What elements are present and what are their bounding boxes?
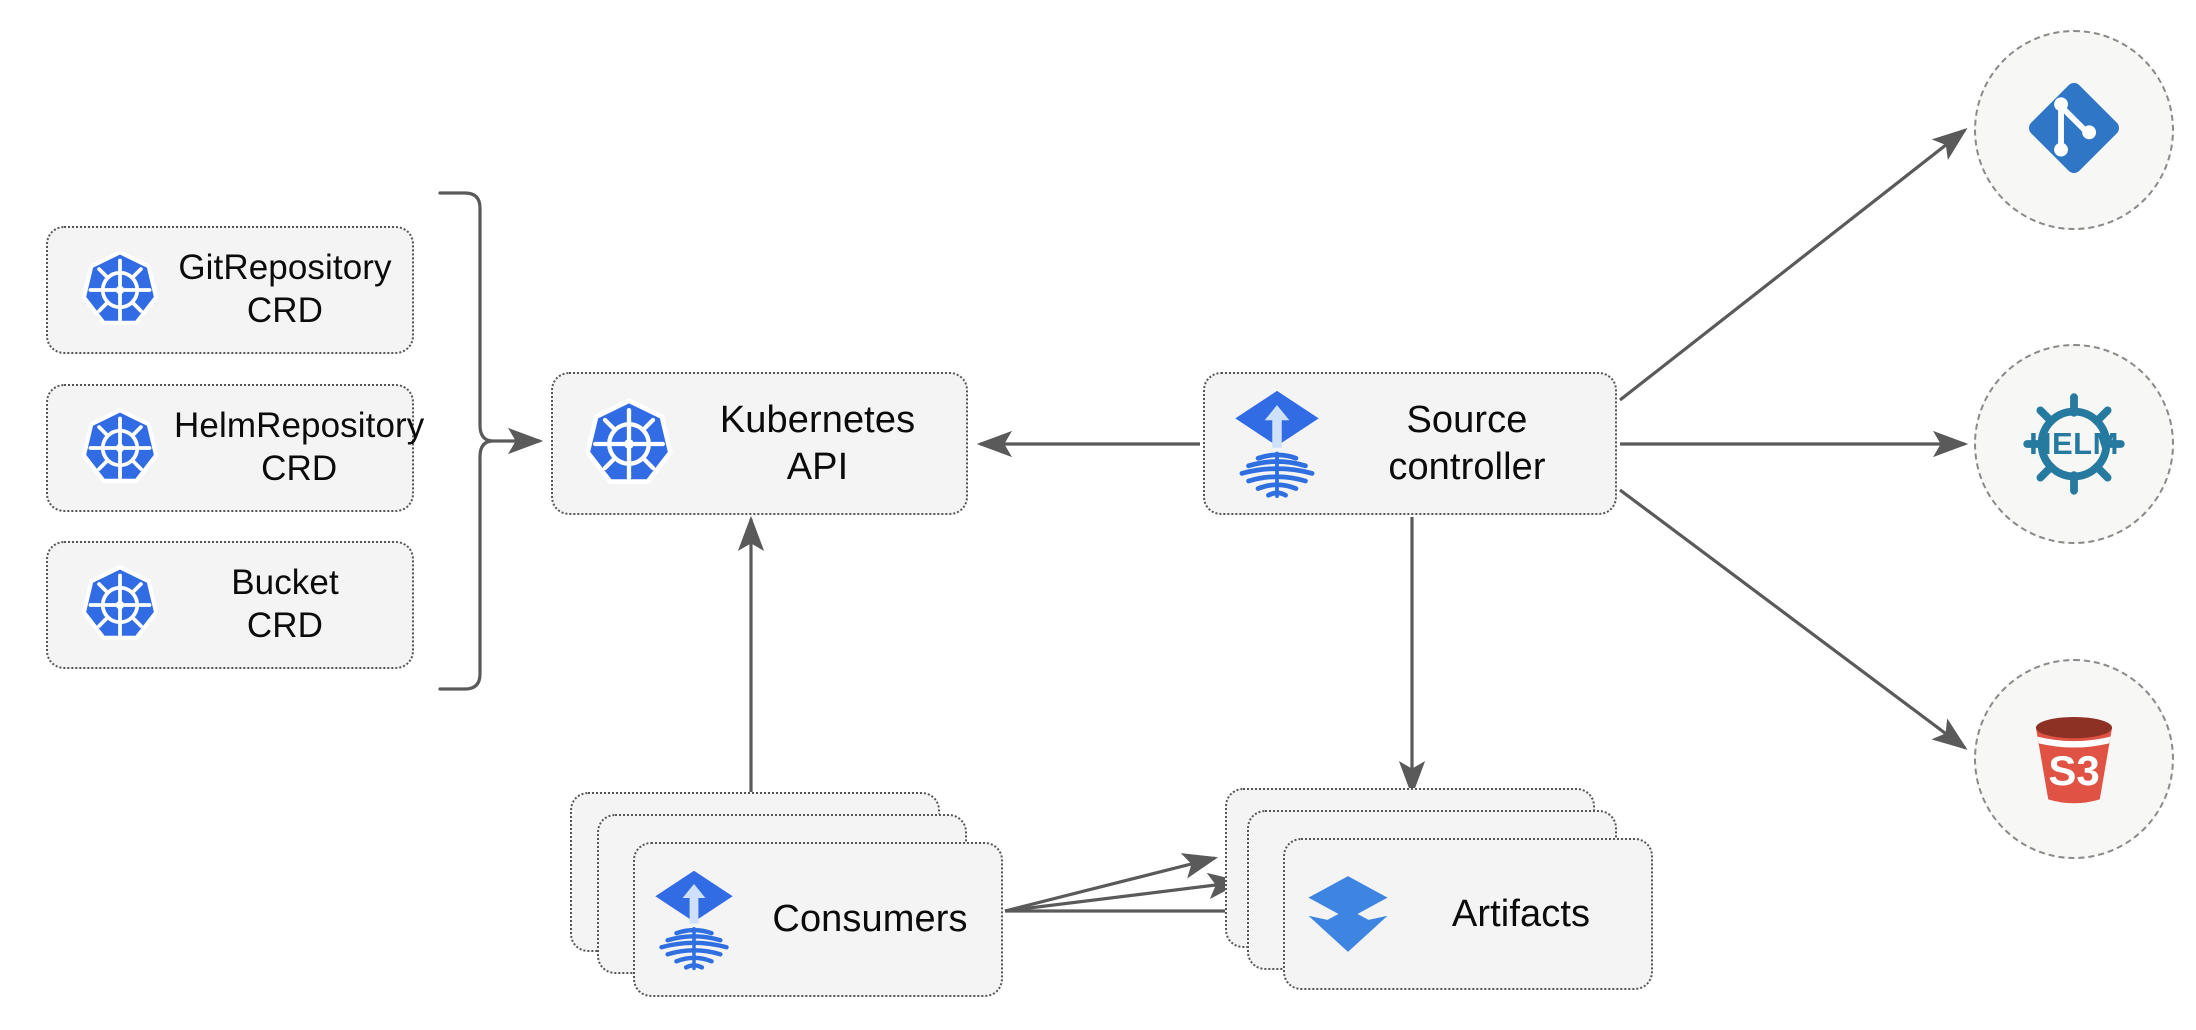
node-kubernetes-api[interactable]: Kubernetes API bbox=[551, 372, 968, 515]
kubernetes-icon bbox=[66, 564, 174, 646]
node-label: Kubernetes API bbox=[719, 399, 916, 488]
edge-consumers-to-artifacts-1 bbox=[1004, 853, 1219, 913]
crd-box-helmrepository[interactable]: HelmRepository CRD bbox=[46, 384, 424, 512]
crd-box-gitrepository[interactable]: GitRepository CRD bbox=[46, 226, 414, 354]
node-label: Source controller bbox=[1388, 399, 1546, 488]
kubernetes-icon bbox=[571, 397, 687, 491]
node-label: Artifacts bbox=[1451, 892, 1591, 935]
node-consumers-stack[interactable]: Consumers bbox=[570, 792, 1020, 1007]
kubernetes-icon bbox=[66, 249, 174, 331]
external-s3[interactable]: S3 bbox=[1974, 659, 2174, 859]
node-artifacts[interactable]: Artifacts bbox=[1283, 838, 1653, 990]
node-label: Consumers bbox=[772, 898, 968, 941]
crd-label: Bucket CRD bbox=[231, 563, 339, 645]
s3-icon: S3 bbox=[2018, 703, 2130, 815]
helm-icon: HELM bbox=[2014, 384, 2134, 504]
node-artifacts-stack[interactable]: Artifacts bbox=[1225, 788, 1665, 1003]
helm-wordmark: HELM bbox=[2029, 426, 2119, 461]
crd-group-brace bbox=[438, 191, 494, 691]
crd-label: GitRepository CRD bbox=[178, 248, 392, 330]
crd-box-bucket[interactable]: Bucket CRD bbox=[46, 541, 414, 669]
git-icon bbox=[2020, 74, 2128, 187]
external-helm[interactable]: HELM bbox=[1974, 344, 2174, 544]
edge-consumers-to-artifacts-2 bbox=[1004, 872, 1244, 913]
flux-icon bbox=[641, 869, 747, 971]
node-source-controller[interactable]: Source controller bbox=[1203, 372, 1617, 515]
flux-icon bbox=[1219, 389, 1335, 499]
layers-icon bbox=[1295, 871, 1401, 957]
s3-wordmark: S3 bbox=[2048, 747, 2100, 794]
external-git[interactable] bbox=[1974, 30, 2174, 230]
edge-source-to-s3 bbox=[1619, 488, 1968, 750]
node-consumers[interactable]: Consumers bbox=[633, 842, 1003, 997]
edge-source-to-git bbox=[1619, 128, 1968, 402]
kubernetes-icon bbox=[66, 407, 174, 489]
crd-label: HelmRepository CRD bbox=[174, 406, 425, 488]
